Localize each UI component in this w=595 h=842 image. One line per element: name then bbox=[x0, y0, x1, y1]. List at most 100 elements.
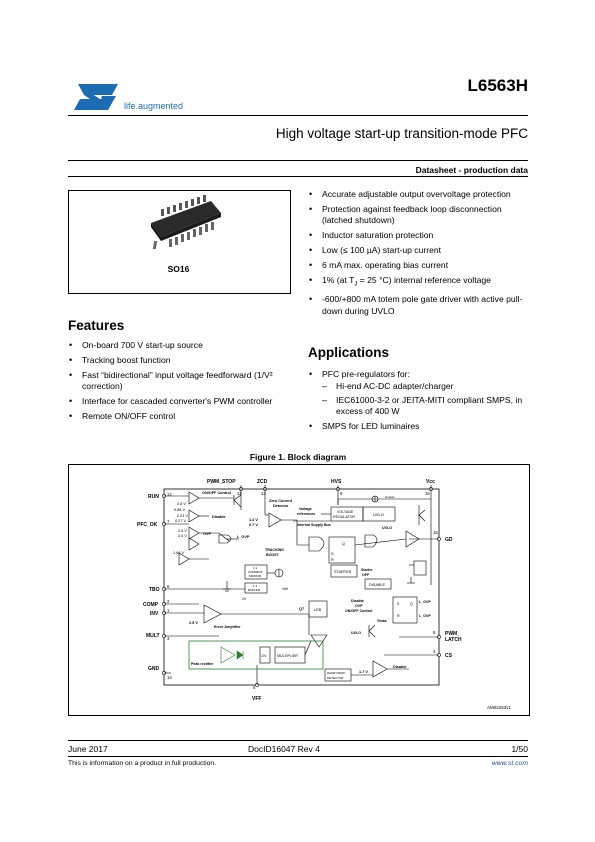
features-list: On-board 700 V start-up source Tracking … bbox=[68, 340, 290, 426]
voltage-label: 0.27 V bbox=[175, 519, 186, 523]
pin-gd-label: GD bbox=[445, 537, 453, 543]
voltage-label: 2.4 V bbox=[178, 534, 187, 538]
pin-vff-label: VFF bbox=[252, 696, 261, 702]
tracking-label: BOOST bbox=[266, 553, 280, 557]
footer-url[interactable]: www.st.com bbox=[491, 760, 528, 767]
applications-heading: Applications bbox=[308, 345, 390, 360]
ramp-label: RAMP DROP bbox=[327, 671, 345, 675]
pin-pwm-latch-label: LATCH bbox=[445, 637, 462, 643]
one-over-v-label: 1/V bbox=[261, 654, 267, 658]
zcd-label: Detector bbox=[273, 504, 289, 508]
pin-comp-label: COMP bbox=[143, 602, 159, 608]
pin-number: 6 bbox=[167, 584, 170, 589]
footer-page: 1/50 bbox=[511, 744, 528, 754]
application-sublist: Hi-end AC-DC adapter/charger IEC61000-3-… bbox=[322, 381, 530, 417]
pin-inv-label: INV bbox=[150, 611, 159, 617]
feature-item: Protection against feedback loop disconn… bbox=[308, 204, 530, 227]
feature-item: -600/+800 mA totem pole gate driver with… bbox=[308, 294, 530, 317]
pin-number: 13 bbox=[261, 491, 266, 496]
pin-number: 8 bbox=[433, 630, 436, 635]
r-label: R bbox=[331, 558, 334, 562]
pin-number: 4 bbox=[433, 649, 436, 654]
st-logo-icon bbox=[74, 84, 118, 110]
applications-list: PFC pre-regulators for: Hi-end AC-DC ada… bbox=[308, 369, 530, 436]
mirror-label: MIRROR bbox=[249, 574, 262, 578]
footer-rule bbox=[68, 740, 528, 741]
voltage-label: 2.5 V bbox=[189, 621, 198, 625]
footer-date: June 2017 bbox=[68, 744, 108, 754]
datasheet-type: Datasheet - production data bbox=[415, 165, 528, 175]
l-ovp-label: L_OVP bbox=[419, 600, 431, 604]
application-text: PFC pre-regulators for: bbox=[322, 369, 410, 379]
voltage-label: 1.7 V bbox=[359, 670, 368, 674]
feature-text: = 25 °C) internal reference voltage bbox=[357, 274, 491, 285]
voltage-label: 2.5 V bbox=[178, 529, 187, 533]
onoff-control-label: ON/OFF Control bbox=[202, 491, 231, 495]
application-item: PFC pre-regulators for: Hi-end AC-DC ada… bbox=[308, 369, 530, 417]
pin-run-label: RUN bbox=[148, 494, 159, 500]
feature-item: On-board 700 V start-up source bbox=[68, 340, 290, 352]
feature-item: Tracking boost function bbox=[68, 355, 290, 367]
multiplier-label: MULTIPLIER bbox=[277, 654, 298, 658]
voltage-label: 0.23 V bbox=[177, 514, 188, 518]
q-label: Q bbox=[342, 542, 345, 546]
left-pins: RUN PFC_OK TBO COMP INV MULT GND bbox=[137, 494, 160, 672]
vbias-label: Vbias bbox=[377, 619, 387, 623]
ramp-label: DETECTOR bbox=[327, 676, 344, 680]
so16-chip-icon bbox=[151, 195, 221, 249]
pin-pwm-stop-label: PWM_STOP bbox=[207, 479, 236, 485]
feature-item: Low (≤ 100 µA) start-up current bbox=[308, 245, 530, 257]
st-logo bbox=[72, 82, 120, 112]
package-image-box bbox=[68, 190, 291, 294]
figure-caption: Figure 1. Block diagram bbox=[249, 452, 347, 462]
voltage-label: 0.7 V bbox=[249, 523, 258, 527]
application-subitem: Hi-end AC-DC adapter/charger bbox=[322, 381, 530, 393]
internal-supply-label: Internal Supply Bus bbox=[297, 523, 331, 527]
vreg-label: VOLTAGE bbox=[337, 510, 354, 514]
error-amp-label: Error Amplifier bbox=[214, 625, 241, 629]
voltage-label: 1.66 V bbox=[173, 551, 184, 555]
disable-block-label: DISABLE bbox=[369, 583, 386, 587]
feature-text: 1% (at T bbox=[322, 274, 355, 285]
disable-label: Disable bbox=[212, 515, 226, 519]
application-item: SMPS for LED luminaires bbox=[308, 421, 530, 433]
ovp-label: OVP bbox=[203, 532, 211, 536]
voltage-label: 2V bbox=[242, 597, 247, 601]
voltage-label: 0.8 V bbox=[177, 502, 186, 506]
pin-number: 12 bbox=[167, 492, 172, 497]
features-heading: Features bbox=[68, 318, 125, 333]
pin-number: 2 bbox=[167, 599, 170, 604]
part-number: L6563H bbox=[467, 76, 528, 95]
vrefs-label: Voltage bbox=[299, 507, 312, 511]
pin-number: 1 bbox=[167, 608, 170, 613]
footer-note: This is information on a product in full… bbox=[68, 760, 217, 767]
header-rule bbox=[68, 115, 528, 116]
pin-tbo-label: TBO bbox=[149, 587, 160, 593]
ovp-label: OVP bbox=[355, 604, 363, 608]
feature-item: Remote ON/OFF control bbox=[68, 411, 290, 423]
zcd-label: Zero Current bbox=[269, 499, 293, 503]
pin-hvs-label: HVS bbox=[331, 479, 342, 485]
starter-off-label: Starter bbox=[361, 568, 373, 572]
pin-number: 14 bbox=[167, 675, 172, 680]
datasheet-rule bbox=[68, 176, 528, 177]
vrefs-label: references bbox=[297, 512, 315, 516]
pin-pwm-latch-label: PWM_ bbox=[445, 631, 460, 637]
top-pins: PWM_STOP ZCD HVS Vcc 11 13 9 16 bbox=[207, 479, 435, 496]
leb-label: LEB bbox=[314, 608, 322, 612]
uvlo-block-label: UVLO bbox=[373, 512, 384, 517]
uvlo-label: UVLO bbox=[351, 631, 361, 635]
mirror-label: 1:1 bbox=[253, 566, 258, 570]
pin-vcc-label: Vcc bbox=[426, 479, 435, 485]
document-subtitle: High voltage start-up transition-mode PF… bbox=[275, 126, 528, 141]
feature-item: 6 mA max. operating bias current bbox=[308, 260, 530, 272]
vref-label: Vref bbox=[282, 587, 288, 591]
pin-number: 11 bbox=[237, 491, 242, 496]
buffer-label: BUFFER bbox=[248, 588, 261, 592]
s-label: S bbox=[331, 552, 334, 556]
disable-label: Disable bbox=[393, 665, 407, 669]
pin-number: 3 bbox=[167, 636, 170, 641]
q-label: Q bbox=[410, 602, 413, 606]
logo-tagline: life.augmented bbox=[124, 101, 184, 111]
s-label: S bbox=[397, 602, 400, 606]
